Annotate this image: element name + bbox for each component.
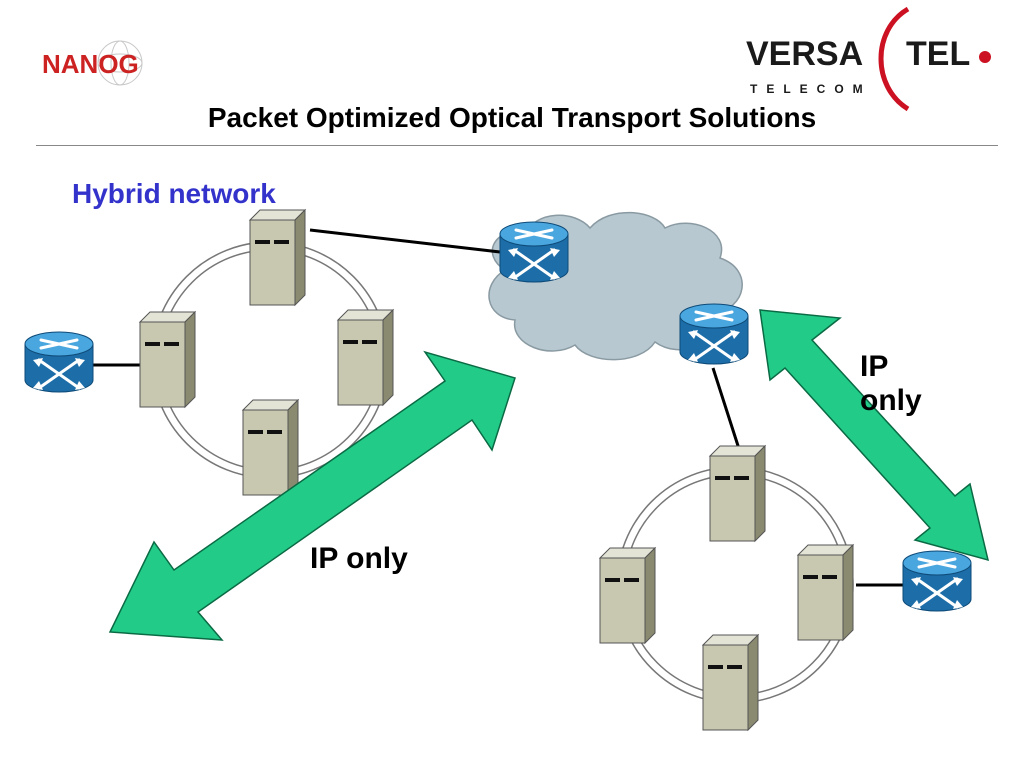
server-left-right [337, 309, 394, 406]
versatel-logo-dot [979, 51, 991, 63]
server-right-right [797, 544, 854, 641]
ip-only-arrow-left [108, 350, 516, 641]
router-left [23, 330, 95, 394]
router-cloud-right [678, 302, 750, 366]
ip-only-arrow-right [759, 309, 990, 562]
router-cloud-top [498, 220, 570, 284]
router-right [901, 549, 973, 613]
server-right-bottom [702, 634, 759, 731]
server-left-bottom [242, 399, 299, 496]
server-left-left [139, 311, 196, 408]
ip-only-label-right-line1: IP [860, 350, 889, 383]
server-right-top [709, 445, 766, 542]
nanog-logo-text: NANOG [42, 49, 139, 79]
versatel-logo-arc [878, 6, 910, 112]
versatel-logo-tel: TEL [906, 35, 970, 73]
diagram-subtitle: Hybrid network [72, 178, 276, 209]
versatel-logo-versa: VERSA [746, 35, 863, 73]
versatel-logo-telecom: TELECOM [750, 82, 872, 96]
ip-only-label-left: IP only [310, 542, 408, 575]
ip-only-label-right-line2: only [860, 384, 922, 417]
link-cloud-router-to-server [711, 367, 742, 453]
server-right-left [599, 547, 656, 644]
page-title: Packet Optimized Optical Transport Solut… [207, 102, 817, 133]
versatel-logo: VERSA TEL TELECOM [746, 6, 991, 112]
link-top-server-to-cloud-router [309, 228, 501, 254]
title-divider [36, 145, 998, 146]
ip-only-label-right: IP only [860, 350, 922, 418]
server-left-top [249, 209, 306, 306]
nanog-logo: NANOG [42, 40, 143, 86]
